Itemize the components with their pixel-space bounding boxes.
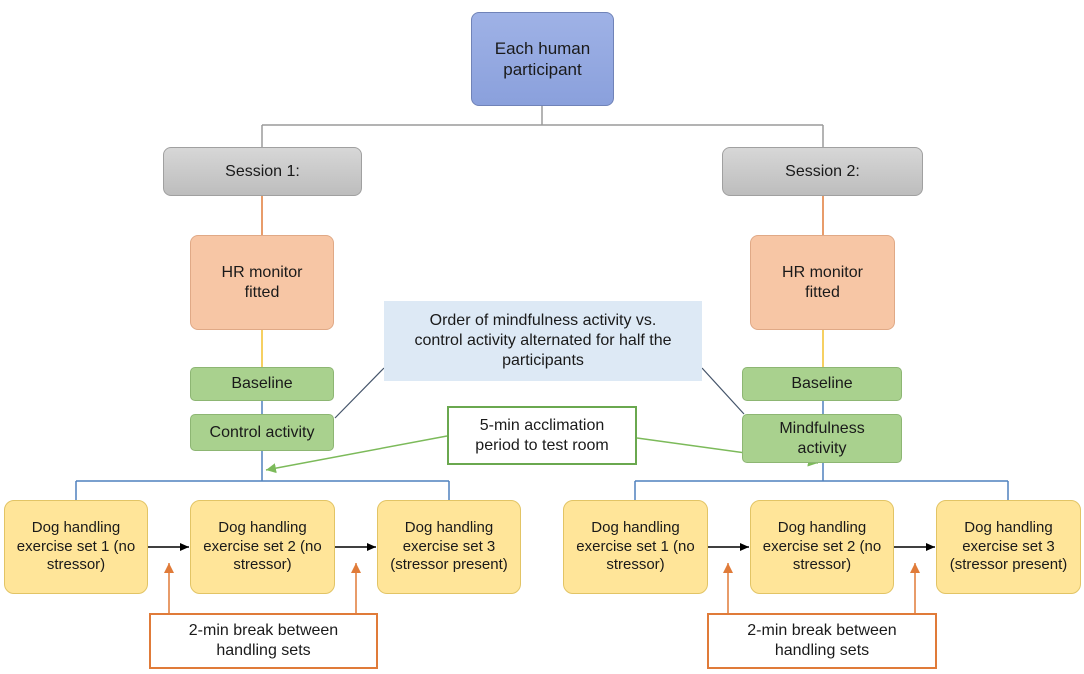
session-2-baseline-label: Baseline: [791, 375, 853, 392]
set-line-3: (stressor present): [390, 556, 508, 574]
order-note-line-2: control activity alternated for half the: [414, 332, 672, 349]
break-arrows: [164, 563, 920, 614]
session-1-set-1-box: Dog handling exercise set 1 (no stressor…: [4, 500, 148, 594]
session-to-hr-lines: [261, 196, 824, 235]
activity-to-sets-lines: [75, 451, 1009, 500]
session-1-hr-line-2: fitted: [244, 283, 280, 301]
set-line-2: exercise set 2 (no: [762, 537, 882, 555]
order-note-line-1: Order of mindfulness activity vs.: [429, 312, 657, 329]
set-line-3: stressor): [233, 556, 292, 574]
session-2-hr-line-2: fitted: [805, 283, 840, 301]
session-2-hr-monitor-box: HR monitor fitted: [750, 235, 895, 330]
set-line-1: Dog handling: [777, 518, 867, 536]
set-line-2: exercise set 3: [962, 537, 1055, 555]
session-1-title: Session 1:: [225, 162, 300, 180]
session-1-activity-line-1: Control activity: [209, 423, 315, 441]
session-2-activity-line-1: Mindfulness: [779, 419, 865, 437]
session-2-set-3-box: Dog handling exercise set 3 (stressor pr…: [936, 500, 1081, 594]
session-2-break-line-1: 2-min break between: [747, 622, 897, 639]
set-line-2: exercise set 1 (no: [576, 537, 695, 555]
session-2-set-1-box: Dog handling exercise set 1 (no stressor…: [563, 500, 708, 594]
set-line-1: Dog handling: [964, 518, 1053, 536]
session-2-break-line-2: handling sets: [774, 642, 870, 659]
set-line-3: stressor): [606, 556, 665, 574]
set-line-1: Dog handling: [404, 518, 494, 536]
session-2-baseline-box: Baseline: [742, 367, 902, 401]
session-2-box: Session 2:: [722, 147, 923, 196]
session-1-baseline-box: Baseline: [190, 367, 334, 401]
session-1-set-2-box: Dog handling exercise set 2 (no stressor…: [190, 500, 335, 594]
session-2-activity-line-2: activity: [797, 439, 847, 457]
session-2-activity-box: Mindfulness activity: [742, 414, 902, 463]
session-2-set-2-box: Dog handling exercise set 2 (no stressor…: [750, 500, 894, 594]
session-1-hr-line-1: HR monitor: [221, 263, 303, 281]
hr-to-baseline-lines: [261, 330, 824, 367]
root-node: Each human participant: [471, 12, 614, 106]
order-note-connectors: [334, 367, 745, 419]
set-line-3: (stressor present): [949, 556, 1068, 574]
session-2-title: Session 2:: [785, 162, 860, 180]
baseline-to-activity-lines: [261, 401, 824, 414]
root-branch-lines: [261, 106, 824, 147]
acclimation-line-2: period to test room: [475, 436, 609, 454]
set-line-2: exercise set 1 (no: [16, 537, 136, 555]
order-note-box: Order of mindfulness activity vs. contro…: [384, 301, 702, 381]
session-1-hr-monitor-box: HR monitor fitted: [190, 235, 334, 330]
session-2-hr-line-1: HR monitor: [782, 263, 863, 281]
set-line-2: exercise set 2 (no: [203, 537, 322, 555]
set-line-3: stressor): [46, 556, 106, 574]
session-1-break-box: 2-min break between handling sets: [149, 613, 378, 669]
root-line-1: Each human: [494, 38, 591, 58]
set-line-1: Dog handling: [591, 518, 680, 536]
session-1-baseline-label: Baseline: [231, 375, 293, 392]
set-line-1: Dog handling: [31, 518, 121, 536]
set-line-3: stressor): [792, 556, 852, 574]
acclimation-box: 5-min acclimation period to test room: [447, 406, 637, 465]
session-1-box: Session 1:: [163, 147, 362, 196]
set-line-2: exercise set 3: [402, 537, 496, 555]
session-1-break-line-1: 2-min break between: [188, 622, 339, 639]
session-1-activity-box: Control activity: [190, 414, 334, 451]
acclimation-line-1: 5-min acclimation: [479, 416, 605, 434]
root-line-2: participant: [503, 60, 582, 79]
set-line-1: Dog handling: [218, 518, 307, 536]
session-1-break-line-2: handling sets: [216, 642, 311, 659]
session-1-set-3-box: Dog handling exercise set 3 (stressor pr…: [377, 500, 521, 594]
session-2-break-box: 2-min break between handling sets: [707, 613, 937, 669]
order-note-line-3: participants: [502, 352, 584, 369]
